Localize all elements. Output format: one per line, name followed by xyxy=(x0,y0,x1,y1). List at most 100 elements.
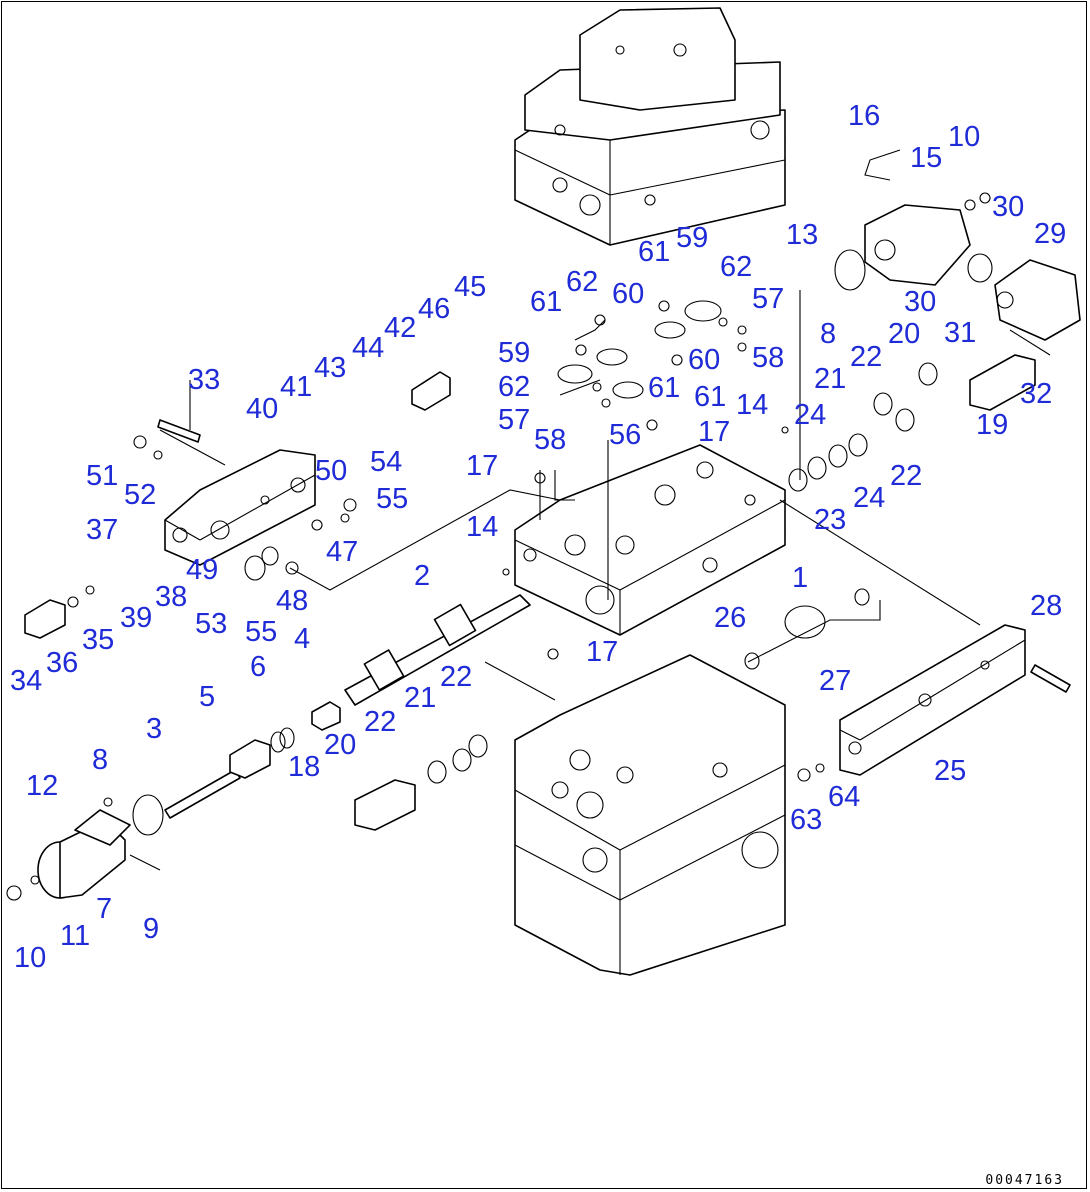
callout-56: 56 xyxy=(609,419,641,451)
callout-30-top: 30 xyxy=(992,191,1024,223)
callout-55-a: 55 xyxy=(376,483,408,515)
callout-26: 26 xyxy=(714,602,746,634)
callout-43: 43 xyxy=(314,352,346,384)
right-solenoid xyxy=(994,259,1081,341)
callout-11: 11 xyxy=(60,920,90,952)
callout-44: 44 xyxy=(352,332,384,364)
callout-59-top: 59 xyxy=(676,222,708,254)
lower-valve-stack xyxy=(514,654,786,976)
callout-62-a: 62 xyxy=(566,266,598,298)
callout-51: 51 xyxy=(86,460,118,492)
callout-1: 1 xyxy=(792,562,808,594)
callout-58-right: 58 xyxy=(752,342,784,374)
right-cover-plate xyxy=(839,624,1026,776)
callout-55-b: 55 xyxy=(245,616,277,648)
callout-8-right: 8 xyxy=(820,318,836,350)
callout-41: 41 xyxy=(280,371,312,403)
spool xyxy=(344,594,531,706)
callout-23: 23 xyxy=(814,504,846,536)
valve-42 xyxy=(411,371,451,411)
callout-10-left: 10 xyxy=(14,942,46,974)
callout-37: 37 xyxy=(86,514,118,546)
nut-4 xyxy=(311,701,341,731)
callout-28: 28 xyxy=(1030,590,1062,622)
callout-10-right: 10 xyxy=(948,121,980,153)
plug-18 xyxy=(354,779,416,831)
o-rings xyxy=(6,192,993,901)
callout-58-left: 58 xyxy=(534,424,566,456)
callout-57-left: 57 xyxy=(498,404,530,436)
callout-25: 25 xyxy=(934,755,966,787)
callout-6: 6 xyxy=(250,651,266,683)
callout-38: 38 xyxy=(155,581,187,613)
callout-39: 39 xyxy=(120,602,152,634)
callout-3: 3 xyxy=(146,713,162,745)
callout-54: 54 xyxy=(370,446,402,478)
callout-5: 5 xyxy=(199,681,215,713)
callout-48: 48 xyxy=(276,585,308,617)
left-solenoid xyxy=(37,809,131,899)
leader-lines xyxy=(129,149,1051,871)
screw-3 xyxy=(164,769,241,819)
callout-17-right: 17 xyxy=(698,416,730,448)
callout-61-a: 61 xyxy=(530,286,562,318)
callout-20-lower: 20 xyxy=(324,729,356,761)
callout-16: 16 xyxy=(848,100,880,132)
bolt-33 xyxy=(157,419,201,443)
callout-9: 9 xyxy=(143,913,159,945)
callout-33: 33 xyxy=(188,364,220,396)
callout-14-center: 14 xyxy=(466,511,498,543)
left-end-cover xyxy=(164,449,316,566)
callout-62-b: 62 xyxy=(720,251,752,283)
callout-49: 49 xyxy=(186,554,218,586)
callout-61-c: 61 xyxy=(648,372,680,404)
plug-19 xyxy=(969,354,1036,411)
callout-35: 35 xyxy=(82,624,114,656)
callout-7: 7 xyxy=(96,893,112,925)
callout-8-left: 8 xyxy=(92,744,108,776)
callout-21-upper: 21 xyxy=(814,363,846,395)
callout-17-bottom: 17 xyxy=(586,636,618,668)
callout-52: 52 xyxy=(124,479,156,511)
callout-31: 31 xyxy=(944,317,976,349)
callout-22-b: 22 xyxy=(364,706,396,738)
callout-19: 19 xyxy=(976,409,1008,441)
callout-24-b: 24 xyxy=(853,482,885,514)
callout-61-b: 61 xyxy=(638,236,670,268)
callout-36: 36 xyxy=(46,647,78,679)
drawing-code: 00047163 xyxy=(985,1173,1064,1188)
callout-53: 53 xyxy=(195,608,227,640)
callout-27: 27 xyxy=(819,665,851,697)
callout-46: 46 xyxy=(418,293,450,325)
callout-21-lower: 21 xyxy=(404,682,436,714)
callout-57-right: 57 xyxy=(752,283,784,315)
callout-14-right: 14 xyxy=(736,389,768,421)
bolt-28 xyxy=(1030,664,1071,693)
callout-22-a: 22 xyxy=(440,661,472,693)
callout-22-c: 22 xyxy=(850,341,882,373)
callout-42: 42 xyxy=(384,312,416,344)
callout-15: 15 xyxy=(910,142,942,174)
upper-valve-block xyxy=(514,7,786,246)
callout-labels: 1 2 3 4 5 6 7 8 8 9 10 10 11 12 13 14 14… xyxy=(10,100,1066,974)
callout-45: 45 xyxy=(454,271,486,303)
callout-61-d: 61 xyxy=(694,381,726,413)
callout-24-a: 24 xyxy=(794,399,826,431)
callout-60-left: 60 xyxy=(612,278,644,310)
relief-valve-34 xyxy=(24,599,66,639)
callout-32: 32 xyxy=(1020,378,1052,410)
callout-34: 34 xyxy=(10,665,42,697)
pilot-block xyxy=(864,204,971,286)
callout-13: 13 xyxy=(786,219,818,251)
callout-63: 63 xyxy=(790,804,822,836)
callout-12: 12 xyxy=(26,770,58,802)
callout-20-upper: 20 xyxy=(888,318,920,350)
callout-17-top: 17 xyxy=(466,450,498,482)
callout-40: 40 xyxy=(246,393,278,425)
callout-62-c: 62 xyxy=(498,371,530,403)
callout-4: 4 xyxy=(294,623,310,655)
callout-30-mid: 30 xyxy=(904,286,936,318)
